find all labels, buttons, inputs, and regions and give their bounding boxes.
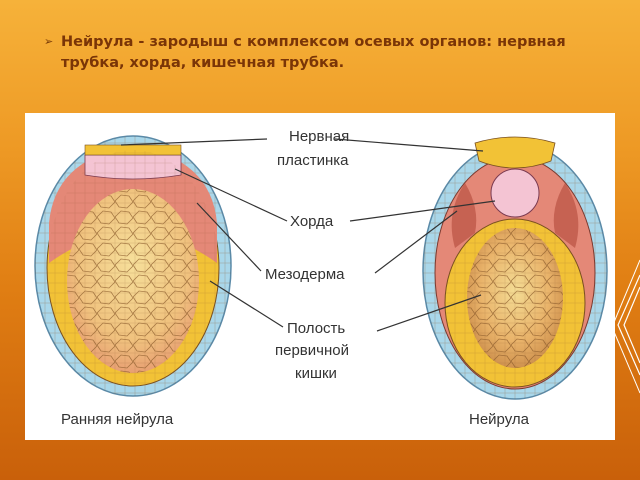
label-chord: Хорда <box>290 213 334 230</box>
label-cavity-line3: кишки <box>295 365 337 382</box>
pointer-lines <box>120 138 496 332</box>
neurula-diagram: Нервная пластинка Хорда Мезодерма Полост… <box>25 113 615 440</box>
bullet-arrow-icon: ➢ <box>44 35 54 48</box>
slide-text-row: ➢ Нейрула - зародыш с комплексом осевых … <box>44 32 604 74</box>
label-neurula: Нейрула <box>469 411 529 428</box>
slide-body-text: Нейрула - зародыш с комплексом осевых ор… <box>61 34 566 71</box>
label-neural-plate-line2: пластинка <box>277 152 349 169</box>
label-mesoderm: Мезодерма <box>265 266 345 283</box>
label-cavity-line2: первичной <box>275 342 349 359</box>
label-early-neurula: Ранняя нейрула <box>61 411 174 428</box>
early-neurula-embryo <box>34 135 232 397</box>
neurula-illustration <box>34 135 608 400</box>
label-cavity-line1: Полость <box>287 320 346 337</box>
label-neural-plate-line1: Нервная <box>289 128 350 145</box>
neurula-embryo <box>422 136 608 400</box>
